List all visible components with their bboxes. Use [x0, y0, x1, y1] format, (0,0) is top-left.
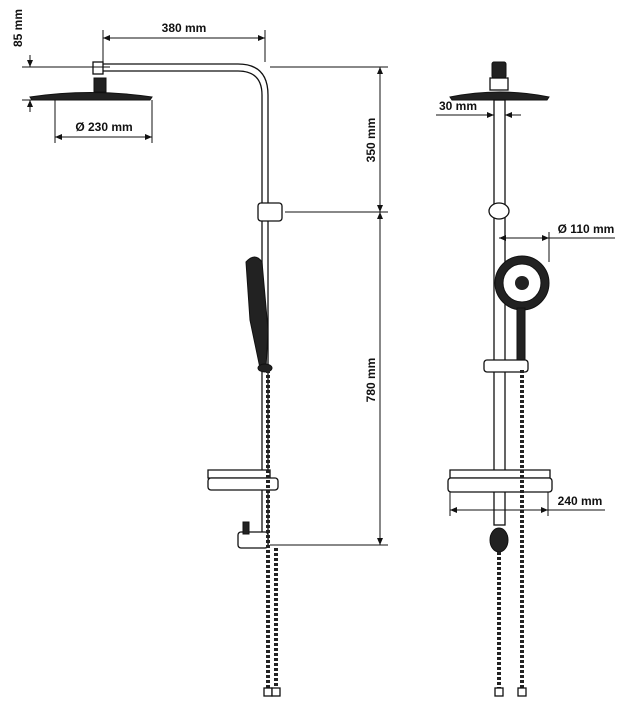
soap-tray [207, 469, 271, 479]
slide-bracket [257, 202, 283, 222]
front-view [447, 61, 553, 697]
arm-connector [92, 61, 104, 75]
hand-shower-diameter-label: Ø 110 mm [558, 222, 615, 236]
hose-end [494, 687, 504, 697]
top-connector [491, 61, 507, 79]
tray-base [447, 477, 553, 493]
slide-bracket [488, 202, 510, 220]
tray-base [207, 477, 279, 491]
hand-shower-holder [483, 359, 529, 373]
head-drop-label: 85 mm [11, 9, 25, 47]
riser-pipe [493, 99, 506, 526]
side-dimensions: 380 mm 85 mm Ø 230 mm 350 mm 780 mm [11, 9, 388, 546]
diverter-knob [242, 521, 250, 535]
head-swivel [93, 77, 107, 93]
upper-height-label: 350 mm [364, 118, 378, 163]
soap-tray [449, 469, 551, 479]
side-view [29, 61, 283, 697]
hose-end [271, 687, 281, 697]
arm-offset-label: 30 mm [439, 99, 477, 113]
head-swivel [489, 77, 509, 91]
arm-length-label: 380 mm [162, 21, 207, 35]
hand-shower-handle [516, 307, 526, 369]
rain-shower-head [449, 91, 550, 101]
lower-height-label: 780 mm [364, 358, 378, 403]
rain-shower-head [29, 92, 153, 101]
tray-width-label: 240 mm [558, 494, 603, 508]
head-diameter-label: Ø 230 mm [75, 120, 132, 134]
diverter [489, 527, 509, 553]
hose-end [517, 687, 527, 697]
hose-end [263, 687, 273, 697]
front-dimensions: 30 mm Ø 110 mm 240 mm [436, 99, 615, 516]
